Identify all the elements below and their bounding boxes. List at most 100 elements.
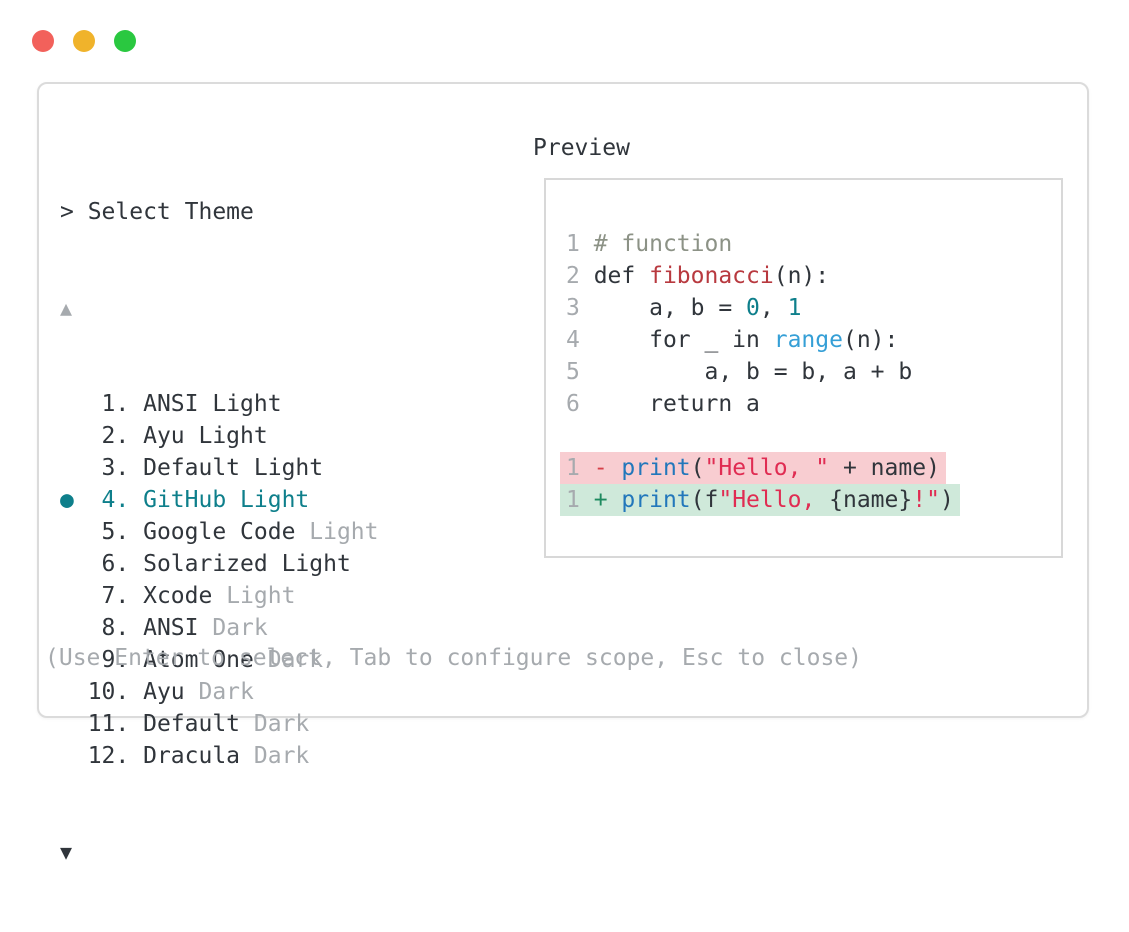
item-gutter (60, 615, 88, 641)
item-suffix: Dark (253, 711, 310, 737)
code-token: print (621, 455, 691, 481)
scroll-down-indicator[interactable]: ▼ (60, 836, 379, 868)
theme-list-item[interactable]: 2. Ayu Light (60, 420, 379, 452)
code-token: {name} (829, 487, 913, 513)
code-token: ( (690, 455, 705, 481)
code-token: a, b = b, a + b (593, 359, 913, 385)
diff-added-line: 1 + print(f"Hello, {name}!") (560, 484, 1061, 516)
item-number: 9. (87, 647, 144, 673)
theme-list-item[interactable]: 10. Ayu Dark (60, 676, 379, 708)
theme-list-item[interactable]: 1. ANSI Light (60, 388, 379, 420)
item-number: 5. (87, 519, 144, 545)
item-number: 1. (87, 391, 144, 417)
code-line: 3 a, b = 0, 1 (566, 292, 1061, 324)
item-name: Solarized (143, 551, 282, 577)
line-number: 6 (566, 391, 594, 417)
diff-highlight: 1 - print("Hello, " + name) (560, 452, 946, 484)
item-gutter (60, 391, 88, 417)
diff-highlight: 1 + print(f"Hello, {name}!") (560, 484, 960, 516)
code-token: "Hello, " (704, 455, 830, 481)
code-token: + name) (829, 455, 940, 481)
code-token: ) (939, 487, 954, 513)
line-number: 1 (566, 487, 594, 513)
code-token: 0 (746, 295, 760, 321)
code-token: range (773, 327, 843, 353)
item-gutter (60, 423, 88, 449)
item-suffix: Light (309, 519, 379, 545)
scroll-up-icon: ▲ (60, 296, 73, 320)
item-number: 11. (87, 711, 144, 737)
theme-picker-window: > Select Theme ▲ 1. ANSI Light 2. Ayu Li… (37, 82, 1089, 864)
item-name: Ayu (143, 679, 199, 705)
item-number: 3. (87, 455, 144, 481)
theme-list-item[interactable]: 7. Xcode Light (60, 580, 379, 612)
item-suffix: Light (281, 551, 351, 577)
item-name: Dracula (143, 743, 254, 769)
item-number: 4. (87, 487, 144, 513)
theme-list-item[interactable]: 6. Solarized Light (60, 548, 379, 580)
item-number: 2. (87, 423, 144, 449)
code-token: , (759, 295, 788, 321)
item-suffix: Light (253, 455, 324, 481)
line-number: 5 (566, 359, 594, 385)
code-token: fibonacci (649, 263, 774, 289)
theme-list-item[interactable]: 11. Default Dark (60, 708, 379, 740)
item-gutter (60, 583, 88, 609)
diff-removed-line: 1 - print("Hello, " + name) (560, 452, 1061, 484)
item-suffix: Dark (267, 647, 324, 673)
code-token: - (593, 455, 622, 481)
item-name: Atom One (143, 647, 268, 673)
scroll-down-icon: ▼ (60, 840, 73, 864)
item-suffix: Dark (253, 743, 310, 769)
help-text: (Use Enter to select, Tab to configure s… (45, 645, 862, 671)
item-suffix: Light (212, 391, 282, 417)
code-token: (n): (773, 263, 830, 289)
line-number: 4 (566, 327, 594, 353)
code-token: def (593, 263, 650, 289)
code-line: 5 a, b = b, a + b (566, 356, 1061, 388)
code-line (566, 420, 1061, 452)
item-suffix: Dark (212, 615, 268, 641)
close-button[interactable] (32, 30, 54, 52)
code-token: 1 (787, 295, 802, 321)
item-name: GitHub (143, 487, 241, 513)
item-suffix: Dark (198, 679, 254, 705)
line-number: 2 (566, 263, 594, 289)
line-number: 1 (566, 455, 594, 481)
item-gutter (60, 711, 88, 737)
code-token: return a (593, 391, 760, 417)
item-number: 6. (87, 551, 144, 577)
line-number: 3 (566, 295, 594, 321)
theme-list-item[interactable]: 12. Dracula Dark (60, 740, 379, 772)
item-gutter (60, 679, 88, 705)
item-number: 12. (87, 743, 144, 769)
item-gutter (60, 551, 88, 577)
item-name: Xcode (143, 583, 227, 609)
theme-list-item[interactable]: 8. ANSI Dark (60, 612, 379, 644)
code-token: a, b = (593, 295, 747, 321)
code-token: # function (593, 231, 733, 257)
item-name: Ayu (143, 423, 199, 449)
code-token: !" (912, 487, 940, 513)
theme-list-item[interactable]: 5. Google Code Light (60, 516, 379, 548)
theme-list: 1. ANSI Light 2. Ayu Light 3. Default Li… (60, 388, 379, 772)
item-name: ANSI (143, 615, 213, 641)
scroll-up-indicator[interactable]: ▲ (60, 292, 379, 324)
theme-list-item[interactable]: 3. Default Light (60, 452, 379, 484)
minimize-button[interactable] (73, 30, 95, 52)
code-line: 1 # function (566, 228, 1061, 260)
theme-list-item[interactable]: 9. Atom One Dark (60, 644, 379, 676)
line-number: 1 (566, 231, 594, 257)
code-line: 2 def fibonacci(n): (566, 260, 1061, 292)
code-line: 6 return a (566, 388, 1061, 420)
theme-list-item[interactable]: ● 4. GitHub Light (60, 484, 379, 516)
item-number: 8. (87, 615, 144, 641)
code-token: print (621, 487, 691, 513)
zoom-button[interactable] (114, 30, 136, 52)
code-line: 4 for _ in range(n): (566, 324, 1061, 356)
item-suffix: Light (240, 487, 310, 513)
item-suffix: Light (198, 423, 268, 449)
item-suffix: Light (226, 583, 296, 609)
preview-title: Preview (533, 135, 630, 161)
